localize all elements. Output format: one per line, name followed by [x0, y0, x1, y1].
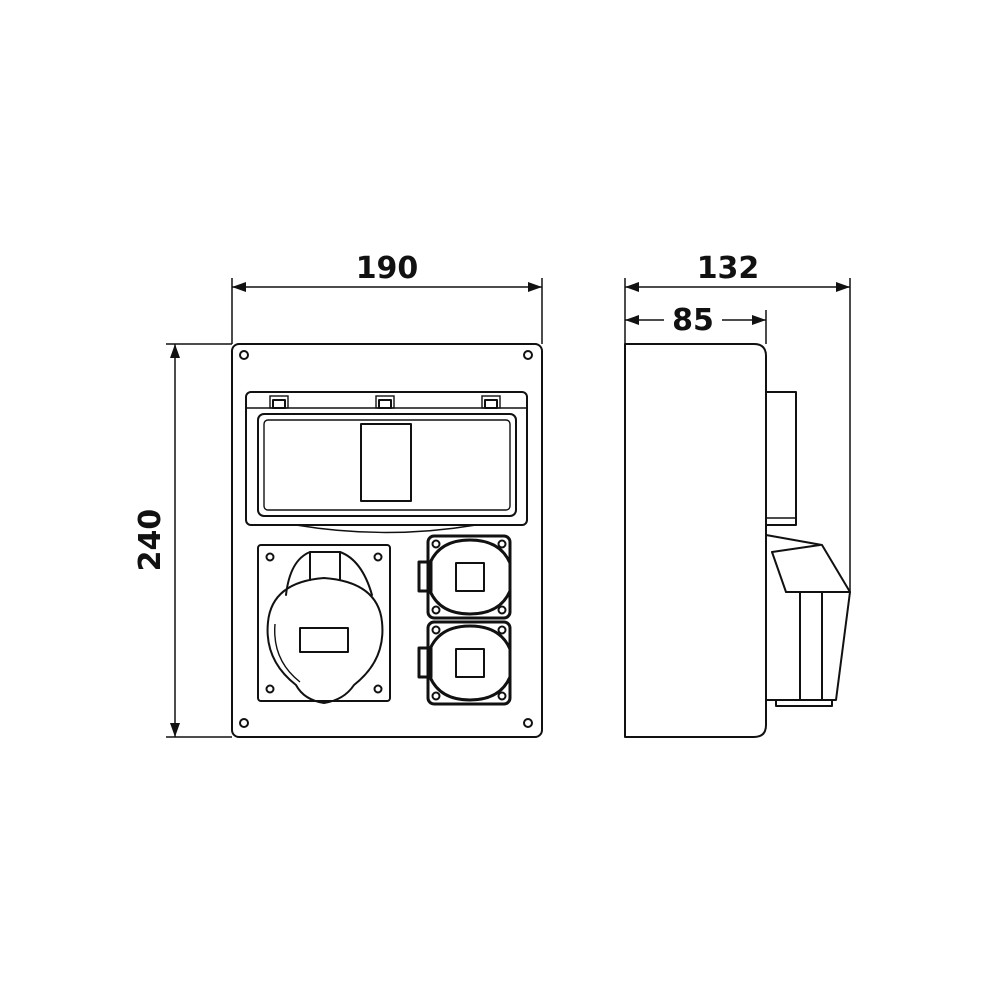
side-socket-housing	[765, 534, 851, 707]
mounting-screw-bottom-left	[239, 718, 249, 728]
dimension-depth-body-label: 85	[672, 303, 714, 338]
side-breaker-cover	[765, 391, 797, 526]
front-enclosure-outline	[231, 343, 543, 738]
window-clip-right	[481, 395, 501, 409]
breaker-module	[360, 423, 412, 502]
front-view	[231, 343, 543, 738]
dimension-depth-total-label: 132	[697, 251, 760, 286]
cee-socket-label	[299, 627, 349, 653]
window-clip-center	[375, 395, 395, 409]
schuko-socket-bottom	[417, 620, 512, 706]
breaker-window	[245, 391, 528, 534]
dimension-height-label: 240	[133, 509, 168, 572]
cee-socket	[257, 544, 391, 704]
schuko-bottom-cover	[455, 648, 485, 678]
dimension-depth-body: 85	[625, 303, 767, 344]
schuko-top-cover	[455, 562, 485, 592]
mounting-screw-bottom-right	[523, 718, 533, 728]
side-enclosure-outline	[624, 343, 767, 738]
mounting-screw-top-right	[523, 350, 533, 360]
mounting-screw-top-left	[239, 350, 249, 360]
schuko-socket-top	[417, 534, 512, 620]
side-view	[624, 343, 851, 738]
dimension-width: 190	[231, 251, 543, 344]
dimension-height: 240	[133, 343, 232, 738]
dimension-depth-total: 132	[624, 251, 851, 592]
window-clip-left	[269, 395, 289, 409]
dimension-width-label: 190	[356, 251, 419, 286]
